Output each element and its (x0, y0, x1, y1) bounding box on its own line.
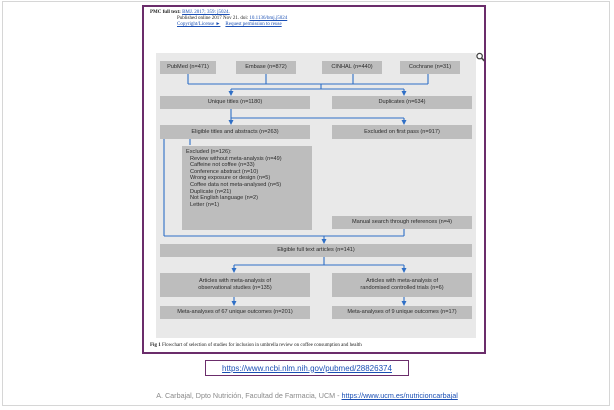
observational-line-2: observational studies (n=135) (198, 285, 272, 291)
published-text: Published online 2017 Nov 21. doi: (177, 16, 249, 21)
eligible-full-text-box: Eligible full text articles (n=141) (160, 244, 472, 257)
caption-text: Flowchart of selection of studies for in… (161, 343, 362, 348)
excluded-reason: Not English language (n=2) (190, 195, 258, 202)
article-figure: PMC full text: BMJ. 2017; 359: j5024. Pu… (142, 5, 486, 354)
journal-link[interactable]: BMJ. 2017; 359: j5024. (182, 10, 230, 15)
slide-frame (2, 1, 610, 406)
duplicates-box: Duplicates (n=634) (332, 96, 472, 109)
excluded-reasons-box: Excluded (n=126): Review without meta-an… (182, 146, 312, 230)
footer-link[interactable]: https://www.ucm.es/nutricioncarbajal (341, 391, 458, 400)
source-url-link[interactable]: https://www.ncbi.nlm.nih.gov/pubmed/2882… (222, 363, 392, 373)
source-cinhal: CINHAL (n=440) (322, 61, 382, 74)
source-cochrane: Cochrane (n=31) (400, 61, 460, 74)
excluded-reason: Caffeine not coffee (n=33) (190, 162, 255, 169)
excluded-reason: Duplicate (n=21) (190, 188, 232, 195)
rct-box: Articles with meta-analysis of randomise… (332, 273, 472, 297)
unique-titles-box: Unique titles (n=1180) (160, 96, 310, 109)
doi-link[interactable]: 10.1136/bmj.j5024 (249, 16, 288, 21)
rct-line-1: Articles with meta-analysis of (365, 278, 439, 285)
permission-link[interactable]: Request permission to reuse (225, 22, 282, 27)
flowchart: PubMed (n=471) Embase (n=872) CINHAL (n=… (156, 53, 476, 338)
source-pubmed: PubMed (n=471) (160, 61, 216, 74)
excluded-reason: Conference abstract (n=10) (190, 168, 259, 175)
rct-line-2: randomised controlled trials (n=6) (360, 285, 444, 291)
source-embase: Embase (n=872) (236, 61, 296, 74)
figure-caption: Fig 1 Flowchart of selection of studies … (150, 343, 362, 348)
meta-67-box: Meta-analyses of 67 unique outcomes (n=2… (160, 306, 310, 319)
flowchart-arrows (163, 74, 429, 306)
excluded-reason: Letter (n=1) (190, 201, 220, 208)
pmc-label: PMC full text: (150, 10, 181, 15)
eligible-titles-box: Eligible titles and abstracts (n=263) (160, 125, 310, 139)
observational-line-1: Articles with meta-analysis of (198, 278, 272, 285)
manual-search-box: Manual search through references (n=4) (332, 216, 472, 229)
excluded-reason: Coffee data not meta-analysed (n=5) (190, 181, 282, 188)
footer-text: A. Carbajal, Dpto Nutrición, Facultad de… (156, 391, 342, 400)
observational-box: Articles with meta-analysis of observati… (160, 273, 310, 297)
excluded-reason: Review without meta-analysis (n=49) (190, 155, 282, 162)
copyright-link[interactable]: Copyright/License ► (177, 22, 221, 27)
magnifier-icon[interactable] (476, 52, 485, 62)
pmc-header: PMC full text: BMJ. 2017; 359: j5024. Pu… (150, 10, 287, 28)
excluded-title: Excluded (n=126): (186, 149, 232, 155)
meta-9-box: Meta-analyses of 9 unique outcomes (n=17… (332, 306, 472, 319)
source-url-box[interactable]: https://www.ncbi.nlm.nih.gov/pubmed/2882… (205, 360, 409, 376)
caption-label: Fig 1 (150, 343, 161, 348)
excluded-reason: Wrong exposure or design (n=5) (190, 175, 271, 182)
excluded-first-pass-box: Excluded on first pass (n=917) (332, 125, 472, 139)
footer: A. Carbajal, Dpto Nutrición, Facultad de… (0, 391, 614, 400)
